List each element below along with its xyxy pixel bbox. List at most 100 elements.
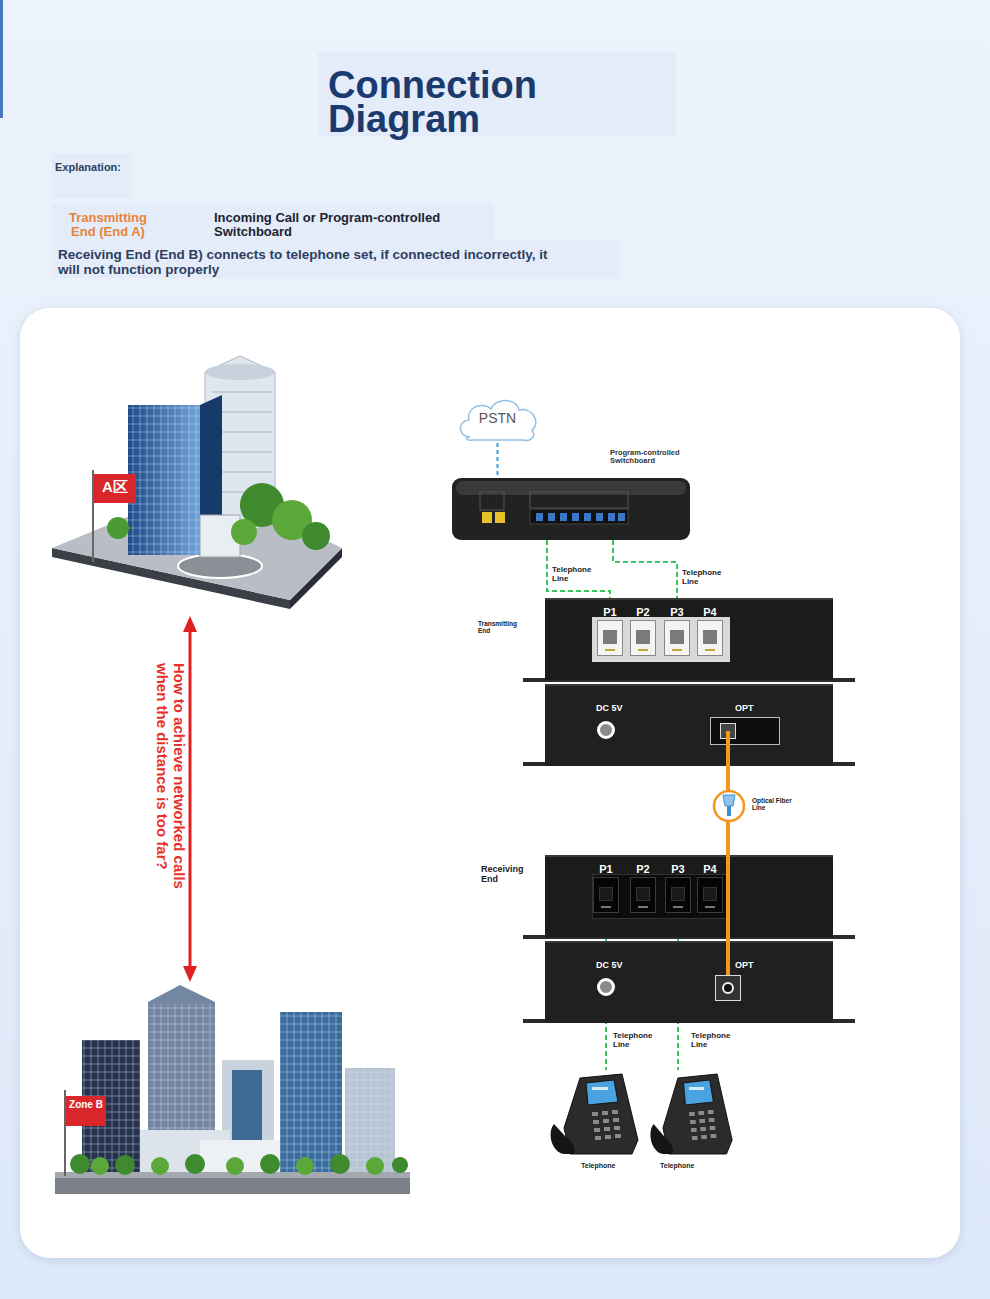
switchboard-drawing [495,512,505,523]
receiver-box: Receiving EndDC 5VOPTP1P2P3P4 [523,855,855,1023]
port-label: P2 [628,863,658,875]
phone-port: P2 [628,606,658,658]
building-b-illustration [330,1154,350,1174]
jack-slot [599,887,613,901]
building-a-illustration [128,405,200,555]
jack-slot [670,630,684,644]
port-label: OPT [735,961,754,971]
telephone-drawing [648,1070,734,1158]
telephone-drawing [604,1127,610,1131]
jack-pins [673,906,683,908]
building-b-illustration [55,1178,410,1194]
phone-port: P1 [591,863,621,915]
switchboard-drawing [548,513,555,521]
telephone-drawing [684,1080,714,1105]
note-panel [52,154,132,198]
note-panel [52,240,620,278]
building-b-illustration [64,1090,66,1176]
switchboard-drawing [572,513,579,521]
building-b-illustration [115,1155,135,1175]
building-b-illustration [226,1157,244,1175]
rj11-jack [630,620,656,656]
jack-slot [636,887,650,901]
flag-label: A区 [96,479,134,496]
building-b-illustration [345,1068,395,1172]
building-b-illustration [91,1157,109,1175]
port-label: P1 [591,863,621,875]
telephone-drawing [710,1126,716,1130]
jack-pins [601,906,611,908]
line-label: Optical Fiber Line [752,797,800,811]
telephone-drawing [614,1126,620,1130]
switchboard-drawing [618,513,625,521]
jack-slot [703,630,717,644]
switchboard-drawing [608,513,615,521]
rj11-jack [593,877,619,913]
distance-arrow [183,616,197,632]
telephone-drawing [650,1124,673,1154]
phone-line [613,540,677,606]
telephone-drawing [586,1080,618,1105]
telephone-drawing [690,1120,696,1124]
building-b-illustration [260,1154,280,1174]
port-label: P4 [695,606,725,618]
switchboard-box: Program-controlled Switchboard [452,478,690,540]
building-b-illustration [70,1154,90,1174]
network-cloud: PSTN [455,395,540,443]
device-housing [545,684,833,766]
content-panel [20,308,960,1258]
title-panel [318,52,676,136]
switchboard-drawing [456,481,686,495]
fiber-stub [726,731,730,766]
port-label: OPT [735,704,754,714]
switchboard-drawing [452,478,690,540]
telephone-drawing [551,1124,575,1154]
telephone-drawing [605,1135,611,1139]
rj11-jack [697,620,723,656]
port-label: P3 [662,606,692,618]
telephone-drawing [612,1110,618,1114]
port-label: P2 [628,606,658,618]
telephone-drawing [564,1074,638,1154]
telephone-drawing [615,1134,621,1138]
telephone-drawing [592,1110,621,1140]
building-a-illustration [92,470,94,562]
jack-pins [605,649,615,651]
edge-line [0,0,3,118]
port-label: DC 5V [596,704,623,714]
phone-port: P3 [663,863,693,915]
telephone-drawing [691,1128,697,1132]
power-jack [597,978,615,996]
fiber-icon [714,791,744,821]
telephone-drawing [708,1110,714,1114]
telephone-drawing [689,1112,695,1116]
telephone-drawing [595,1136,601,1140]
telephone-drawing [699,1119,705,1123]
telephone-drawing [593,1120,599,1124]
building-a-illustration [94,474,136,503]
device-label: Transmitting End [478,620,522,634]
rj11-jack [664,620,690,656]
jack-slot [636,630,650,644]
rj11-jack [697,877,723,913]
building-b-illustration [345,1068,395,1172]
jack-pins [672,649,682,651]
telephone-drawing [700,1127,706,1131]
phone-port: P1 [595,606,625,658]
jack-slot [703,887,717,901]
telephone-drawing [711,1134,717,1138]
jack-slot [671,887,685,901]
port-label: P3 [663,863,693,875]
fiber-icon [727,806,731,816]
telephone-drawing [602,1111,608,1115]
fiber-port [715,975,741,1001]
rj11-jack [630,877,656,913]
telephone-drawing [613,1118,619,1122]
line-label: Telephone Line [691,1032,737,1050]
telephone-drawing [698,1111,704,1115]
distance-arrow [189,628,192,970]
telephone-set: Telephone [548,1070,640,1174]
building-b-illustration [366,1157,384,1175]
